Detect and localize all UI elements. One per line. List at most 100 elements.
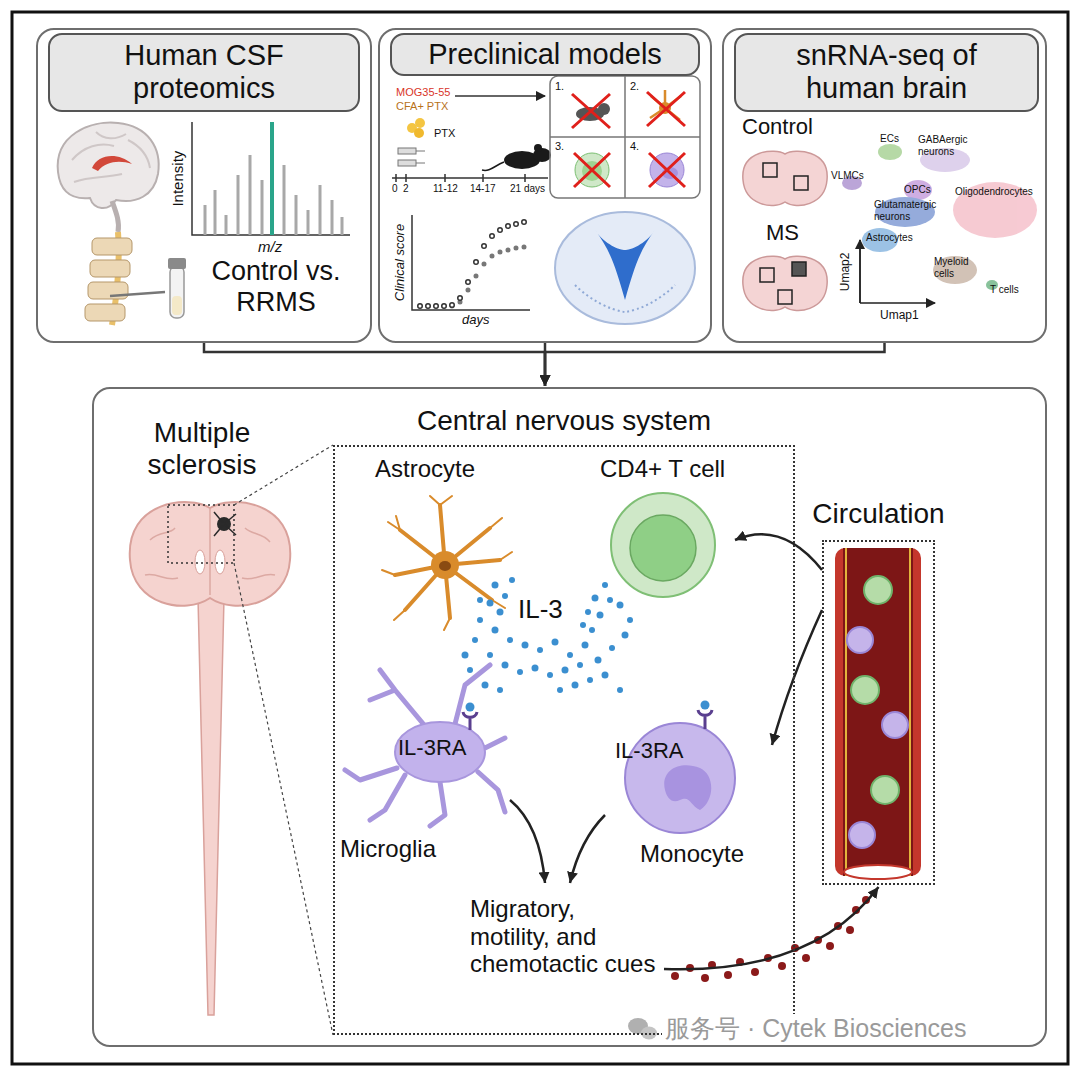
blood-vessel-part [843, 548, 913, 876]
annotation-label: Control [742, 114, 813, 139]
panel-box: snRNA-seq of human brain [722, 28, 1047, 343]
il3-dots-part [487, 652, 493, 658]
immunization-scheme-part [534, 144, 542, 152]
monocyte-cell [625, 701, 735, 834]
lumbar-spine [85, 232, 165, 325]
il3-dots-part [627, 617, 633, 623]
immunization-scheme-part [414, 128, 424, 138]
annotation-label: ECs [880, 133, 899, 145]
immunization-scheme-part [482, 162, 504, 170]
il3-dots-part [517, 669, 523, 675]
csf-tube-part [168, 258, 186, 269]
chemotactic-trail-part [724, 971, 732, 979]
brain-coronal-ms-part [778, 290, 792, 304]
blood-vessel-part [844, 865, 912, 879]
region-box: Circulation [822, 540, 935, 885]
brain-coronal-ms [743, 256, 827, 310]
il3-dots-part [587, 677, 593, 683]
il3-dots-part [477, 617, 483, 623]
annotation-label: Umap2 [839, 253, 853, 292]
blood-vessel-part [849, 822, 875, 848]
annotation-label: m/z [258, 238, 282, 255]
annotation-label: Astrocytes [866, 232, 913, 244]
brain-and-spinal-cord-part [234, 445, 333, 1035]
astrocyte-cell-part [439, 561, 451, 571]
il3-dots-part [585, 609, 591, 615]
annotation-label: 14-17 [470, 183, 496, 195]
annotation-label: Myeloid cells [934, 256, 979, 279]
cell-label: Monocyte [640, 840, 744, 868]
brain-sagittal-part [58, 123, 159, 208]
il3-dots-part [509, 577, 515, 583]
il3-dots-part [522, 642, 529, 649]
umap-plot-part [953, 182, 1037, 238]
il3-dots-part [617, 602, 624, 609]
brain-section-part [555, 212, 695, 324]
annotation-label: 4. [630, 140, 639, 153]
il3-dots-part [557, 687, 563, 693]
il3-dots-part [592, 595, 599, 602]
annotation-label: Intensity [169, 150, 186, 206]
brain-and-spinal-cord-part [130, 502, 291, 606]
cell-label: CD4+ T cell [600, 455, 725, 483]
annotation-label: IL-3 [518, 595, 563, 625]
knockout-grid-part [650, 90, 681, 120]
il3-dots-part [532, 665, 539, 672]
annotation-label: days [462, 313, 489, 328]
il3-dots-part [580, 622, 586, 628]
cell-node: Astrocyte [370, 455, 520, 615]
brain-coronal-control-part [743, 151, 827, 205]
il3-dots-part [609, 645, 615, 651]
clinical-score-graph-part [420, 222, 524, 306]
csf-tube-part [170, 266, 184, 318]
clinical-score-graph-part [420, 247, 524, 306]
il3-dots-part [597, 612, 604, 619]
immunization-scheme-part [416, 163, 425, 164]
annotation-label: MS [766, 220, 799, 245]
cell-label: Astrocyte [375, 455, 475, 483]
clinical-score-graph-part [420, 222, 524, 306]
umap-plot [842, 144, 1037, 290]
annotation-label: 21 days [510, 183, 545, 195]
cell-label: Microglia [340, 835, 436, 863]
chemotactic-trail-part [846, 926, 854, 934]
il3-dots-part [602, 582, 608, 588]
il3-dots-part [467, 667, 473, 673]
il3-dots-part [547, 672, 553, 678]
connector-arrow [664, 887, 879, 969]
mass-spectrum [192, 122, 350, 235]
csf-tube-part [172, 296, 182, 315]
receptor-label: IL-3RA [398, 735, 466, 760]
microglia-cell [345, 665, 505, 826]
region-box: Central nervous systemAstrocyteCD4+ T ce… [333, 445, 795, 1035]
il3-dots-part [482, 682, 489, 689]
brain-coronal-ms-part [743, 256, 827, 310]
brain-and-spinal-cord [130, 445, 333, 1035]
il3-dots-part [497, 609, 504, 616]
t-cell [611, 493, 715, 597]
monocyte-cell-part [698, 710, 712, 729]
umap-axis [859, 240, 861, 303]
brain-sagittal-part [112, 201, 119, 232]
knockout-grid-part [572, 92, 685, 187]
connector-arrow [204, 343, 545, 386]
brain-coronal-control-part [794, 176, 808, 190]
brain-coronal-ms-part [792, 262, 806, 276]
annotation-label: OPCs [904, 184, 931, 196]
annotation-label: 3. [555, 140, 564, 153]
il3-dots-part [572, 682, 579, 689]
outcome-text: Migratory, motility, and chemotactic cue… [470, 895, 660, 978]
chemotactic-trail-part [671, 972, 679, 980]
chemotactic-trail-part [826, 942, 834, 950]
brain-section-part [575, 285, 675, 312]
il3-dots-part [477, 597, 483, 603]
annotation-label: Oligodendrocytes [955, 186, 1033, 198]
region-title: Circulation [782, 498, 975, 530]
umap-plot-part [878, 144, 902, 160]
blood-vessel-part [835, 548, 921, 876]
frame [12, 12, 1068, 1064]
brain-coronal-control-part [763, 163, 777, 177]
il3-dots-part [617, 687, 623, 693]
